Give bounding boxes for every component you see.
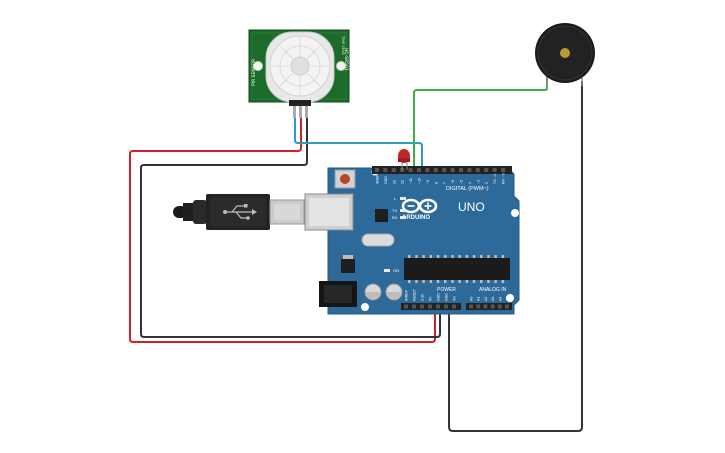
pir-label-pots: TIME SENS: [341, 35, 345, 56]
header-pin[interactable]: [408, 168, 413, 172]
model-text: UNO: [458, 200, 485, 214]
digital-pin-label: RX←0: [502, 173, 506, 184]
header-pin[interactable]: [375, 168, 379, 172]
digital-pin-label: 8: [434, 182, 438, 184]
analog-pin[interactable]: [469, 304, 473, 309]
digital-pin-label: 2: [485, 182, 489, 184]
pir-sensor[interactable]: HC-SR501 PIR SENSOR TIME SENS: [248, 29, 350, 118]
power-pin-label: GND: [437, 293, 441, 301]
power-pin[interactable]: [404, 304, 408, 309]
usb-symbol-icon: [223, 204, 257, 220]
digital-pin-label: ~10: [418, 178, 422, 184]
header-pin[interactable]: [459, 168, 463, 172]
header-pin[interactable]: [492, 168, 497, 172]
power-pin[interactable]: [436, 304, 440, 309]
analog-pin-label: A5: [506, 297, 510, 301]
header-pin[interactable]: [391, 168, 396, 172]
arduino-logo-icon: [401, 198, 438, 214]
digital-pin-label: TX→1: [493, 174, 497, 184]
digital-pin-labels: AREF GND 13 12 ~11 ~10 ~9 8 7 ~6 ~5 4 ~3 2 TX→1 RX←0: [376, 173, 506, 184]
svg-text:ON: ON: [393, 268, 399, 273]
status-leds: L TX RX ON: [384, 196, 406, 273]
digital-pin-label: ~5: [460, 180, 464, 184]
power-header-label: POWER: [437, 287, 456, 293]
power-pin-label: 3.3V: [421, 293, 425, 301]
wire-green-buzzer[interactable]: [413, 75, 548, 169]
red-led[interactable]: [398, 149, 410, 170]
analog-pin-label: A4: [498, 297, 502, 301]
power-pin[interactable]: [420, 304, 424, 309]
analog-pin-label: A0: [470, 297, 474, 301]
svg-text:L: L: [394, 196, 397, 201]
header-pin[interactable]: [425, 168, 430, 172]
digital-pin-label: 13: [392, 180, 396, 184]
brand-text: ARDUINO: [402, 215, 430, 221]
header-pin[interactable]: [501, 168, 505, 172]
wire-blue-signal[interactable]: [294, 116, 423, 169]
power-pin-label: 5V: [429, 296, 433, 301]
analog-header: [466, 303, 512, 310]
digital-pin-label: ~9: [426, 180, 430, 184]
analog-header-label: ANALOG IN: [479, 287, 507, 293]
pir-dome-icon: [265, 31, 335, 103]
analog-pin[interactable]: [483, 304, 488, 309]
header-pin[interactable]: [467, 168, 472, 172]
power-pin-label: Vin: [453, 296, 457, 301]
pir-pin-header: [289, 100, 311, 106]
digital-header: [372, 166, 512, 174]
power-pin[interactable]: [444, 304, 448, 309]
mount-hole-right: [336, 61, 346, 71]
digital-pin-label: 12: [401, 180, 405, 184]
svg-text:RX: RX: [392, 215, 398, 220]
pir-label-right: HC-SR501: [343, 48, 349, 71]
digital-pin-label: AREF: [376, 174, 380, 184]
analog-pin[interactable]: [476, 304, 481, 309]
analog-pin-label: A2: [484, 297, 488, 301]
piezo-buzzer[interactable]: [535, 23, 595, 88]
analog-pin-label: A1: [477, 297, 481, 301]
header-pin[interactable]: [417, 168, 421, 172]
analog-pin[interactable]: [505, 304, 509, 309]
buzzer-opening-icon: [560, 48, 570, 58]
mount-hole-left: [253, 61, 263, 71]
digital-pin-label: 4: [468, 182, 472, 184]
power-pin-label: GND: [445, 293, 449, 301]
arduino-uno[interactable]: AREF GND 13 12 ~11 ~10 ~9 8 7 ~6 ~5 4 ~3 2 TX→1 RX←0 DI…: [304, 149, 520, 315]
reset-button[interactable]: [334, 169, 356, 189]
header-pin[interactable]: [442, 168, 447, 172]
crystal: [361, 233, 395, 247]
usb-chip: [375, 209, 388, 222]
wire-black-buzzer-gnd[interactable]: [448, 81, 583, 432]
wires: [129, 75, 583, 432]
analog-pin[interactable]: [497, 304, 502, 309]
power-pin[interactable]: [452, 304, 456, 309]
header-pin[interactable]: [475, 168, 480, 172]
digital-pin-label: 7: [443, 182, 447, 184]
header-pin[interactable]: [433, 168, 438, 172]
capacitors: [364, 283, 403, 301]
digital-header-label: DIGITAL (PWM~): [446, 186, 489, 192]
power-pin-label: RESET: [413, 288, 417, 301]
digital-pin-label: ~3: [476, 180, 480, 184]
svg-text:TX: TX: [392, 208, 397, 213]
atmega-chip: [404, 255, 510, 283]
header-pin[interactable]: [484, 168, 489, 172]
wire-red-vcc[interactable]: [129, 116, 436, 343]
header-pin[interactable]: [383, 168, 388, 172]
pir-label-left: PIR SENSOR: [251, 59, 257, 86]
usb-cable[interactable]: [173, 194, 305, 230]
digital-pin-label: ~6: [451, 180, 455, 184]
wire-black-gnd[interactable]: [140, 116, 441, 338]
analog-pin-label: A3: [491, 297, 495, 301]
power-pin[interactable]: [412, 304, 416, 309]
power-pin[interactable]: [428, 304, 432, 309]
analog-pin[interactable]: [490, 304, 495, 309]
voltage-regulator: [341, 259, 355, 273]
power-pin-label: IOREF: [405, 289, 409, 301]
digital-pin-label: GND: [384, 176, 388, 184]
header-pin[interactable]: [450, 168, 455, 172]
digital-pin-label: ~11: [409, 178, 413, 184]
